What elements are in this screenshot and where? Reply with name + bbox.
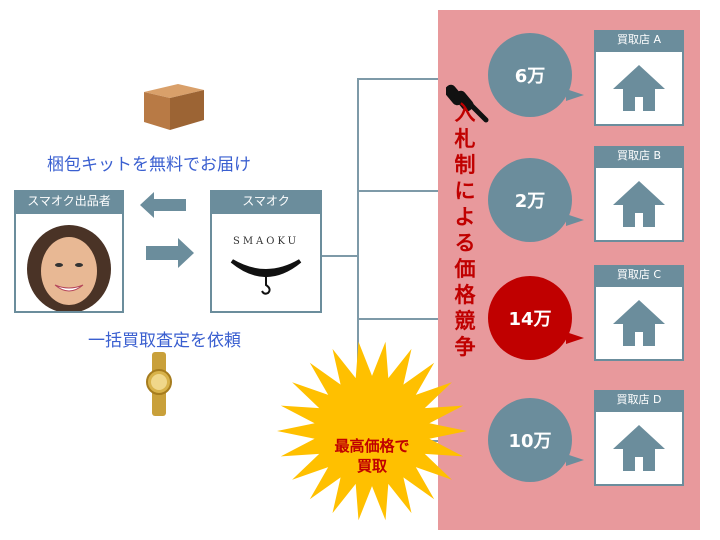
store-b-box: [594, 166, 684, 242]
starburst-shape: [277, 341, 467, 521]
house-icon: [613, 65, 665, 111]
request-caption: 一括買取査定を依頼: [88, 331, 241, 351]
store-c-box: [594, 285, 684, 361]
house-icon: [613, 300, 665, 346]
connector-line: [357, 318, 438, 320]
store-d-box: [594, 410, 684, 486]
bid-bubble-b: 2万: [488, 158, 584, 242]
store-a-header: 買取店 A: [594, 30, 684, 50]
store-c-header: 買取店 C: [594, 265, 684, 285]
bid-bubble-a: 6万: [488, 33, 584, 117]
bid-bubble-c: 14万: [488, 276, 584, 360]
house-icon: [613, 425, 665, 471]
connector-line: [322, 255, 358, 257]
burst-line-2: 買取: [356, 457, 387, 475]
seller-photo: [14, 212, 124, 313]
arrow-left-icon: [140, 192, 186, 218]
store-b-header: 買取店 B: [594, 146, 684, 166]
kit-caption: 梱包キットを無料でお届け: [47, 155, 251, 175]
gavel-icon: [446, 84, 489, 123]
auction-vertical-text: 入札制による価格競争: [454, 101, 476, 359]
hanger-icon: [230, 259, 302, 295]
smaoku-logo-text: SMAOKU: [232, 236, 300, 247]
store-a-box: [594, 50, 684, 126]
avatar: [27, 225, 111, 311]
watch-icon: [146, 352, 172, 416]
smaoku-logo-box: SMAOKU: [210, 212, 322, 313]
store-d-header: 買取店 D: [594, 390, 684, 410]
package-box-icon: [144, 84, 204, 130]
house-icon: [613, 181, 665, 227]
seller-header: スマオク出品者: [14, 190, 124, 212]
burst-text: 最高価格で 買取: [322, 436, 422, 476]
bid-bubble-d: 10万: [488, 398, 584, 482]
burst-line-1: 最高価格で: [334, 437, 410, 455]
smaoku-header: スマオク: [210, 190, 322, 212]
connector-line: [357, 78, 359, 442]
connector-line: [357, 78, 438, 80]
connector-line: [357, 190, 438, 192]
arrow-right-icon: [146, 238, 194, 268]
